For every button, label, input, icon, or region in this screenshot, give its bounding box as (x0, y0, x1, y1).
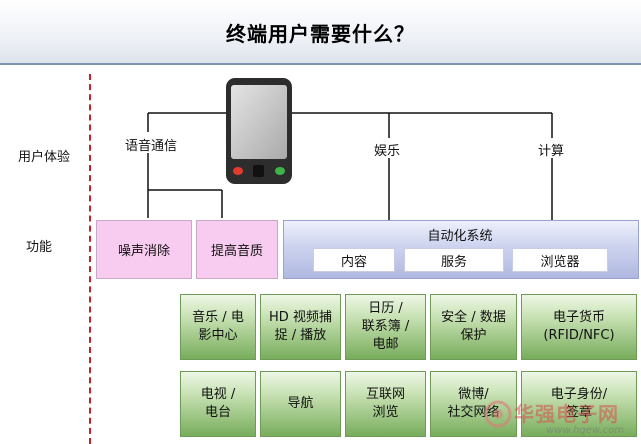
app-e-money: 电子货币 (RFID/NFC) (521, 294, 637, 360)
watermark-url: www.hqew.com (546, 425, 624, 436)
phone-icon (226, 78, 292, 184)
watermark: 华强电子网 www.hqew.com (484, 396, 640, 442)
watermark-text: 华强电子网 (514, 402, 619, 426)
row-label-functions: 功能 (26, 240, 53, 255)
browser-box: 浏览器 (512, 248, 608, 272)
app-music-movie: 音乐 / 电 影中心 (180, 294, 256, 360)
voice-quality-box: 提高音质 (196, 220, 278, 279)
noise-cancel-box: 噪声消除 (96, 220, 192, 279)
call-end-icon (233, 167, 243, 175)
app-navigation: 导航 (260, 371, 341, 437)
content-box: 内容 (313, 248, 395, 272)
label-voice: 语音通信 (125, 139, 178, 154)
row-label-experience: 用户体验 (18, 150, 71, 165)
call-start-icon (275, 167, 285, 175)
app-e-identity: 电子身份/ 签章 (521, 371, 637, 437)
row-divider (89, 74, 91, 444)
header-rule (0, 63, 641, 65)
app-security: 安全 / 数据 保护 (430, 294, 517, 360)
label-entertainment: 娱乐 (374, 144, 401, 159)
automation-title: 自动化系统 (427, 229, 493, 244)
page-title: 终端用户需要什么？ (226, 22, 415, 46)
app-tv-radio: 电视 / 电台 (180, 371, 256, 437)
service-box: 服务 (404, 248, 504, 272)
header-band (0, 0, 641, 64)
app-calendar-contacts: 日历 / 联系簿 / 电邮 (345, 294, 426, 360)
app-hd-video: HD 视频捕 捉 / 播放 (260, 294, 341, 360)
app-internet-browsing: 互联网 浏览 (345, 371, 426, 437)
watermark-logo-icon (484, 400, 512, 428)
label-computing: 计算 (538, 144, 565, 159)
